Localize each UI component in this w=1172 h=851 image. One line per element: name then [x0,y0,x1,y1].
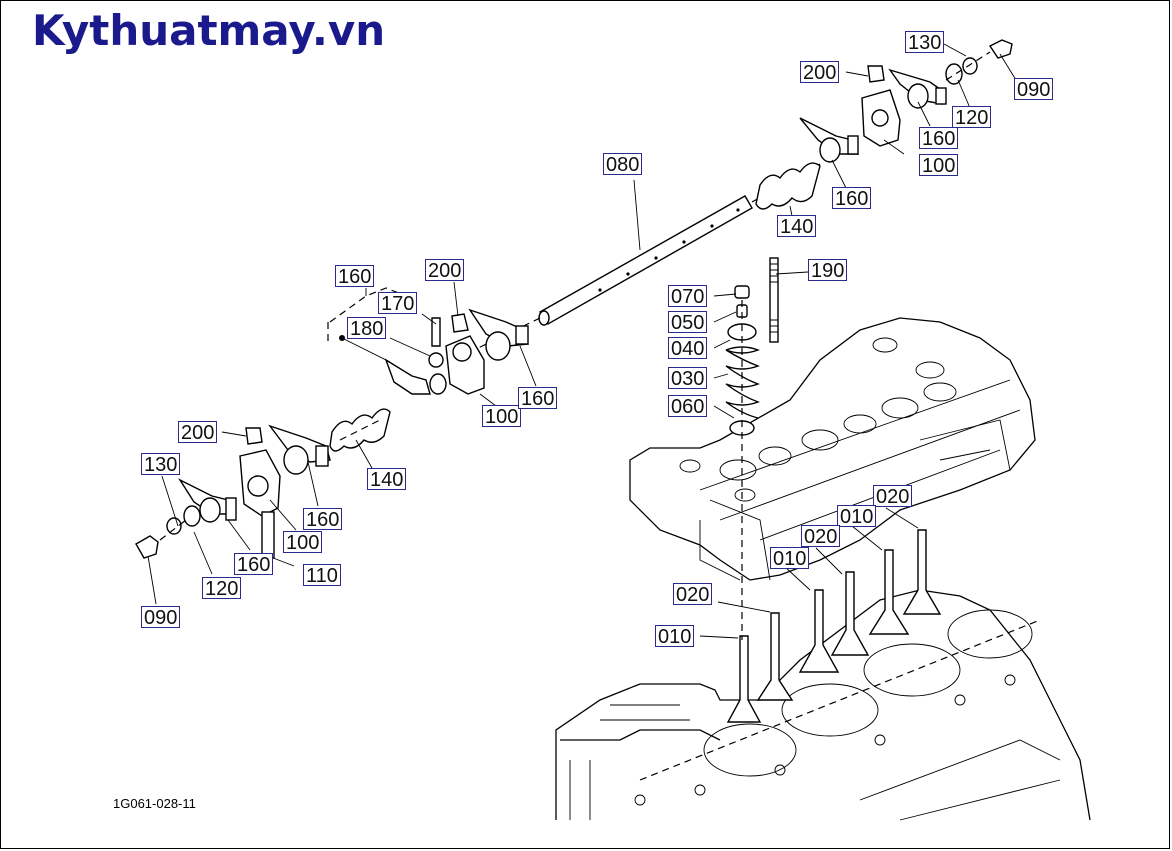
leader-lines [147,43,1017,639]
callout-label[interactable]: 130 [905,31,945,54]
callout-label[interactable]: 050 [668,311,708,334]
callout-label[interactable]: 170 [378,292,418,315]
brand-watermark: Kythuatmay.vn [32,6,386,55]
callout-label[interactable]: 040 [668,337,708,360]
callout-label[interactable]: 100 [482,405,522,428]
callout-label[interactable]: 060 [668,395,708,418]
callout-label[interactable]: 020 [673,583,713,606]
callout-label[interactable]: 010 [837,505,877,528]
callout-label[interactable]: 160 [919,127,959,150]
callout-label[interactable]: 160 [832,187,872,210]
callout-label[interactable]: 090 [1014,78,1054,101]
shaft-springs [329,162,821,452]
callout-label[interactable]: 160 [303,508,343,531]
callout-label[interactable]: 160 [234,553,274,576]
callout-label[interactable]: 130 [141,453,181,476]
callout-label[interactable]: 010 [655,625,695,648]
rocker-assembly-upper-right [799,39,1013,163]
callout-label[interactable]: 090 [141,606,181,629]
callout-label[interactable]: 140 [367,468,407,491]
callout-label[interactable]: 120 [202,577,242,600]
callout-label[interactable]: 160 [335,265,375,288]
rocker-assembly-middle [384,308,529,395]
valves [726,529,942,723]
callout-label[interactable]: 070 [668,285,708,308]
callout-label[interactable]: 140 [777,215,817,238]
callout-label[interactable]: 010 [770,547,810,570]
stud-bolt [769,257,779,343]
rocker-assembly-lower-left [135,419,381,559]
callout-label[interactable]: 080 [603,153,643,176]
cylinder-block-outline [555,589,1091,821]
callout-label[interactable]: 200 [425,259,465,282]
callout-label[interactable]: 160 [518,387,558,410]
callout-label[interactable]: 020 [873,485,913,508]
cylinder-head-outline [629,317,1036,581]
callout-label[interactable]: 110 [303,564,341,587]
callout-label[interactable]: 100 [283,531,323,554]
callout-label[interactable]: 180 [347,317,387,340]
callout-label[interactable]: 100 [919,154,959,177]
valve-spring-stack [725,285,760,640]
callout-label[interactable]: 200 [800,61,840,84]
drawing-code: 1G061-028-11 [113,796,196,811]
callout-label[interactable]: 020 [801,525,841,548]
callout-label[interactable]: 190 [808,259,848,282]
callout-label[interactable]: 030 [668,367,708,390]
callout-label[interactable]: 200 [178,421,218,444]
callout-label[interactable]: 120 [952,106,992,129]
